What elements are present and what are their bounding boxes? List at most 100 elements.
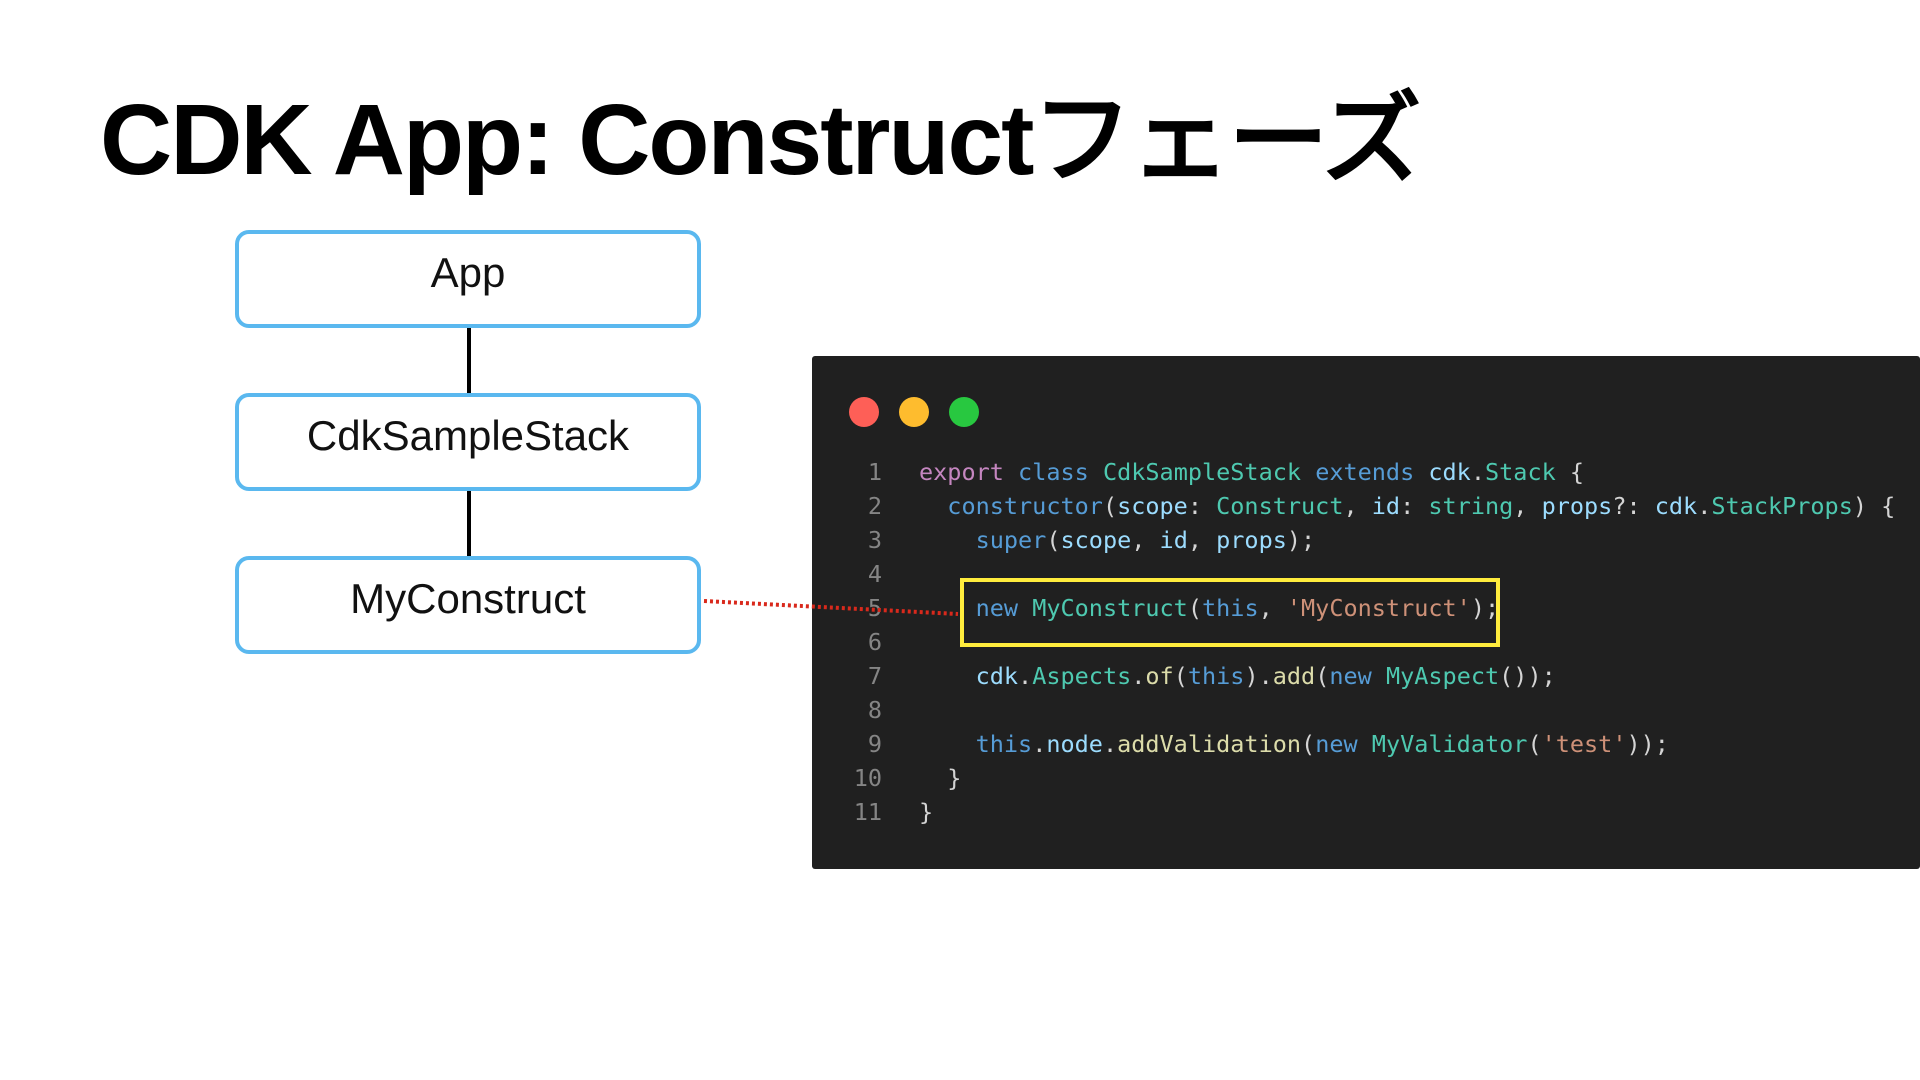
code-token: MyValidator xyxy=(1371,730,1528,758)
line-code: export class CdkSampleStack extends cdk.… xyxy=(919,455,1584,489)
line-number: 7 xyxy=(867,662,882,690)
line-code: this.node.addValidation(new MyValidator(… xyxy=(919,727,1669,761)
code-token: : xyxy=(1187,492,1217,520)
code-token: cdk xyxy=(1428,458,1471,486)
code-token: Aspects xyxy=(1032,662,1132,690)
code-token: super xyxy=(975,526,1047,554)
code-token: class xyxy=(1018,458,1089,486)
code-token: . xyxy=(1470,458,1485,486)
code-token: . xyxy=(1018,662,1033,690)
line-number: 5 xyxy=(867,594,882,622)
code-token xyxy=(919,492,947,520)
code-token xyxy=(919,730,976,758)
line-number: 1 xyxy=(867,458,882,486)
code-token: id xyxy=(1159,526,1188,554)
code-token: new xyxy=(975,594,1019,622)
code-line: 1 export class CdkSampleStack extends cdk… xyxy=(812,455,1920,489)
code-token: { xyxy=(1555,458,1585,486)
code-token: id xyxy=(1371,492,1401,520)
tree-connector-app-stack xyxy=(467,328,471,393)
code-token: . xyxy=(1697,492,1712,520)
code-token: , xyxy=(1131,526,1160,554)
tree-node-label: CdkSampleStack xyxy=(306,412,630,459)
line-code: new MyConstruct(this, 'MyConstruct'); xyxy=(919,591,1500,625)
code-token: ( xyxy=(1315,662,1330,690)
code-line: 3 super(scope, id, props); xyxy=(812,523,1920,557)
code-line: 2 constructor(scope: Construct, id: stri… xyxy=(812,489,1920,523)
code-line: 9 this.node.addValidation(new MyValidato… xyxy=(812,727,1920,761)
code-token: ) { xyxy=(1852,492,1896,520)
code-token xyxy=(1414,458,1428,486)
code-token: new xyxy=(1315,730,1358,758)
tree-node-cdk-sample-stack: CdkSampleStack xyxy=(235,393,701,491)
code-token: of xyxy=(1145,662,1174,690)
code-token xyxy=(1358,730,1372,758)
code-token: , xyxy=(1258,594,1287,622)
code-token: 'MyConstruct' xyxy=(1286,594,1471,622)
code-line: 4 xyxy=(812,557,1920,591)
code-token: string xyxy=(1428,492,1514,520)
line-code: constructor(scope: Construct, id: string… xyxy=(919,489,1895,523)
line-number: 9 xyxy=(867,730,882,758)
code-token: MyAspect xyxy=(1385,662,1500,690)
code-token: new xyxy=(1329,662,1372,690)
code-token: . xyxy=(1032,730,1047,758)
code-token: } xyxy=(919,764,962,792)
code-token: MyConstruct xyxy=(1032,594,1188,622)
line-number: 4 xyxy=(867,560,882,588)
code-token xyxy=(1089,458,1103,486)
code-line: 8 xyxy=(812,693,1920,727)
code-token xyxy=(919,526,976,554)
code-token: extends xyxy=(1315,458,1415,486)
minimize-dot-icon xyxy=(899,397,929,427)
code-token xyxy=(919,662,976,690)
code-token: addValidation xyxy=(1117,730,1302,758)
line-number: 3 xyxy=(867,526,882,554)
close-dot-icon xyxy=(849,397,879,427)
tree-node-label: MyConstruct xyxy=(350,575,586,622)
code-token: , xyxy=(1513,492,1542,520)
code-token: ( xyxy=(1173,662,1188,690)
code-token: props xyxy=(1216,526,1287,554)
line-code: } xyxy=(919,761,961,795)
code-token: scope xyxy=(1117,492,1188,520)
line-number: 10 xyxy=(853,764,882,792)
code-token: ); xyxy=(1286,526,1316,554)
tree-node-my-construct: MyConstruct xyxy=(235,556,701,654)
maximize-dot-icon xyxy=(949,397,979,427)
code-token: ()); xyxy=(1499,662,1556,690)
code-line: 6 xyxy=(812,625,1920,659)
line-number: 2 xyxy=(867,492,882,520)
code-token: props xyxy=(1541,492,1613,520)
code-token: : xyxy=(1400,492,1429,520)
code-token: ( xyxy=(1527,730,1542,758)
code-token: )); xyxy=(1626,730,1669,758)
code-token: 'test' xyxy=(1541,730,1627,758)
tree-node-label: App xyxy=(430,249,506,296)
highlight-box xyxy=(960,578,1500,647)
code-token: } xyxy=(919,798,934,826)
code-token: this xyxy=(1202,594,1259,622)
code-token: ( xyxy=(1187,594,1202,622)
slide-title: CDK App: Constructフェーズ xyxy=(100,84,1421,196)
code-token: Construct xyxy=(1216,492,1344,520)
line-number: 11 xyxy=(853,798,882,826)
code-token: Stack xyxy=(1485,458,1556,486)
line-code: super(scope, id, props); xyxy=(919,523,1316,557)
code-token xyxy=(1004,458,1018,486)
code-line: 5 new MyConstruct(this, 'MyConstruct'); xyxy=(812,591,1920,625)
code-token: cdk xyxy=(1654,492,1698,520)
line-number: 6 xyxy=(867,628,882,656)
code-token xyxy=(1372,662,1386,690)
code-token: ); xyxy=(1470,594,1500,622)
tree-node-app: App xyxy=(235,230,701,328)
code-token: add xyxy=(1272,662,1316,690)
tree-connector-stack-construct xyxy=(467,491,471,556)
code-window xyxy=(812,356,1920,869)
code-token xyxy=(1301,458,1315,486)
line-code: } xyxy=(919,795,933,829)
code-token: ( xyxy=(1046,526,1061,554)
code-token: ( xyxy=(1301,730,1316,758)
code-token: ). xyxy=(1244,662,1273,690)
code-token: , xyxy=(1187,526,1217,554)
